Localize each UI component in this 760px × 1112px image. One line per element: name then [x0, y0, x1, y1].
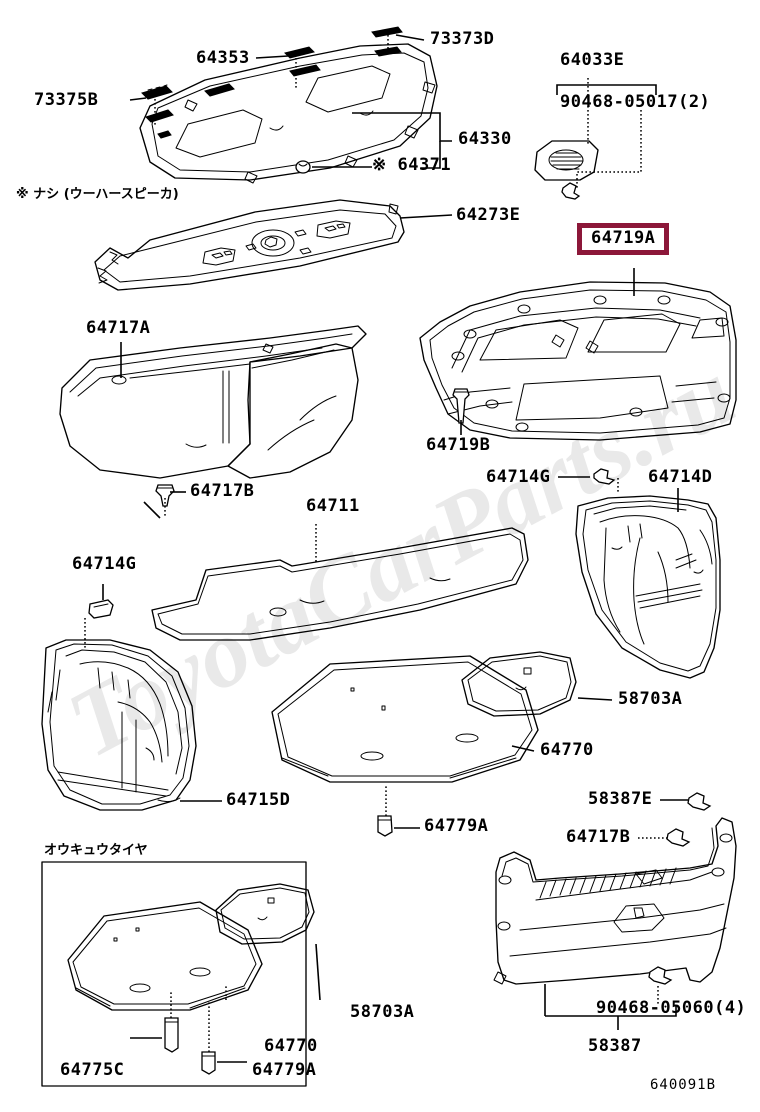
part-label-64711: 64711 [306, 496, 360, 516]
part-shape-58703A-mid [461, 651, 577, 717]
part-shape-64719A [419, 281, 737, 441]
part-label-64714G-right: 64714G [486, 467, 551, 487]
part-label-64717B-bottom: 64717B [566, 827, 631, 847]
part-label-64770-box: 64770 [264, 1036, 318, 1056]
part-label-64714G-left: 64714G [72, 554, 137, 574]
part-label-73375B: 73375B [34, 90, 99, 110]
part-shape-58387 [493, 817, 737, 985]
part-label-90468-05060: 90468-05060(4) [596, 998, 747, 1018]
part-label-64717B-top: 64717B [190, 481, 255, 501]
clip-64719B [452, 388, 470, 424]
part-label-64033E: 64033E [560, 50, 625, 70]
spare-tire-box-frame [41, 861, 307, 1087]
part-shape-64770-box [67, 901, 263, 1011]
drawing-code: 640091B [650, 1077, 717, 1093]
clip-64717B-top [155, 484, 175, 507]
part-label-64353: 64353 [196, 48, 250, 68]
part-label-64779A-mid: 64779A [424, 816, 489, 836]
part-shape-64711 [151, 527, 529, 641]
part-shape-64714D [575, 495, 721, 679]
clip-64779A-box [201, 1051, 216, 1075]
part-label-64779A-box: 64779A [252, 1060, 317, 1080]
part-shape-64717A [59, 325, 367, 479]
part-shape-64273E [94, 199, 405, 291]
part-label-64330: 64330 [458, 129, 512, 149]
clip-73375B [141, 84, 173, 100]
part-label-58703A-mid: 58703A [618, 689, 683, 709]
part-label-64719B: 64719B [426, 435, 491, 455]
clip-64714G-right [593, 468, 616, 485]
part-shape-64330 [139, 43, 438, 184]
clip-73373D [371, 26, 403, 38]
part-label-58387: 58387 [588, 1036, 642, 1056]
clip-64775C [164, 1017, 179, 1053]
part-label-64775C: 64775C [60, 1060, 125, 1080]
part-label-64714D: 64714D [648, 467, 713, 487]
part-label-64770-mid: 64770 [540, 740, 594, 760]
leader-lines [84, 34, 688, 1063]
highlighted-part-box[interactable]: 64719A [577, 223, 670, 255]
clip-64779A-mid [377, 815, 393, 837]
part-label-64273E: 64273E [456, 205, 521, 225]
clip-64353 [284, 46, 315, 59]
part-label-73373D: 73373D [430, 29, 495, 49]
woofer-speaker-note: ※ ナシ (ウーハースピーカ) [16, 187, 179, 202]
clip-90468-05060 [648, 966, 673, 985]
part-label-64371: ※ 64371 [372, 155, 452, 175]
clip-90468-05017 [561, 182, 581, 200]
clip-64717B-bottom [666, 828, 691, 847]
spare-tire-box-title: オウキュウタイヤ [44, 843, 148, 858]
clip-58387E [687, 792, 712, 811]
part-shape-64770-mid [271, 655, 539, 783]
clip-64714G-left [88, 599, 114, 619]
part-label-64719A: 64719A [591, 228, 656, 248]
part-label-64717A: 64717A [86, 318, 151, 338]
part-shape-58703A-box [215, 883, 315, 945]
part-label-64715D: 64715D [226, 790, 291, 810]
part-shape-64715D [41, 639, 197, 811]
part-label-58703A-box: 58703A [350, 1002, 415, 1022]
part-label-90468-05017: 90468-05017(2) [560, 92, 711, 112]
part-label-58387E: 58387E [588, 789, 653, 809]
